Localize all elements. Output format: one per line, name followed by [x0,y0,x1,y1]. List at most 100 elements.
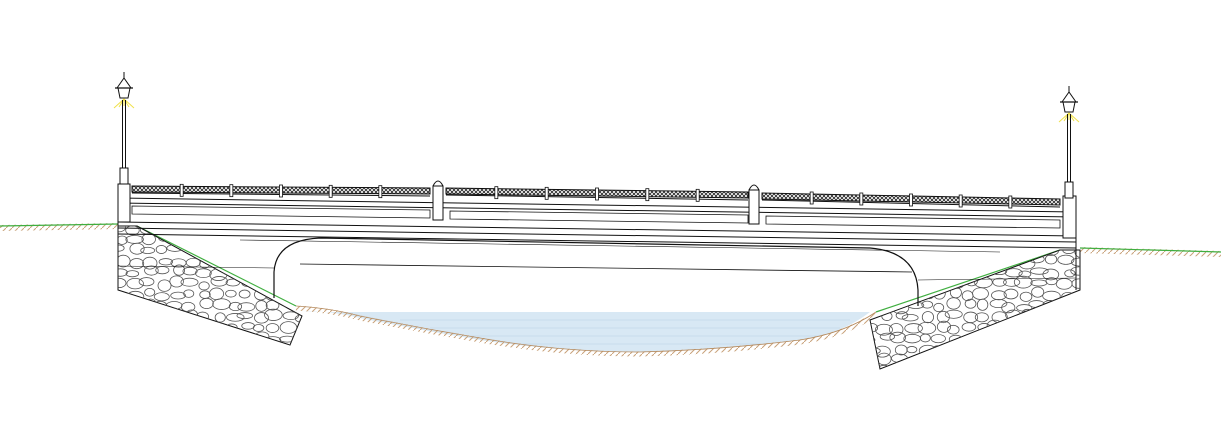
riprap-stone-icon [210,247,226,259]
riprap-stone-icon [1031,286,1045,298]
riprap-stone-icon [1003,277,1021,287]
riprap-stone-icon [977,353,990,367]
riprap-stone-icon [932,250,945,255]
riprap-stone-icon [1057,254,1075,265]
riprap-stone-icon [118,268,128,277]
riprap-stone-icon [252,324,265,332]
right-abutment-riprap [869,249,1081,370]
railing-baluster-icon [859,192,864,206]
riprap-stone-icon [238,289,251,299]
railing-baluster-icon [328,184,333,198]
riprap-stone-icon [1032,324,1052,333]
riprap-stone-icon [256,346,268,358]
riprap-stone-icon [921,311,935,324]
riprap-stone-icon [1061,321,1079,330]
riprap-stone-icon [870,358,877,366]
riprap-stone-icon [228,301,243,312]
riprap-stone-icon [196,235,212,243]
riprap-stone-icon [173,264,186,276]
riprap-stone-icon [127,319,146,333]
street-lamp-icon [1058,86,1080,199]
riprap-stone-icon [876,268,891,279]
riprap-stone-icon [870,336,876,344]
street-lamp-icon [113,72,135,185]
railing-baluster-icon [645,188,650,202]
riprap-stone-icon [1047,323,1062,335]
riprap-stone-icon [889,288,909,299]
riprap-stone-icon [1073,331,1080,342]
slope-left-grass [136,225,297,307]
riprap-stone-icon [946,297,961,310]
railing-baluster-icon [809,191,814,205]
railing-baluster-icon [229,184,234,198]
riprap-stone-icon [268,247,283,258]
riprap-stone-icon [903,366,919,369]
riprap-stone-icon [157,333,174,345]
riprap-stone-icon [904,358,919,367]
riprap-stone-icon [988,366,1006,369]
riprap-stone-icon [870,257,877,267]
riprap-stone-icon [253,257,266,269]
riprap-stone-icon [906,346,918,354]
riprap-stone-icon [118,343,131,345]
riprap-stone-icon [1070,309,1080,323]
riprap-stone-icon [144,314,157,322]
riprap-stone-icon [992,277,1007,287]
riprap-stone-icon [255,300,268,312]
riprap-stone-icon [271,232,284,245]
riprap-stone-icon [1032,341,1046,355]
riprap-stone-icon [1045,345,1064,358]
riprap-stone-icon [180,277,199,287]
riprap-stone-icon [1018,270,1032,278]
riprap-stone-icon [253,276,269,287]
riprap-stone-icon [974,312,989,323]
riprap-stone-icon [944,309,963,319]
riprap-stone-icon [947,324,960,335]
riprap-stone-icon [241,269,254,281]
riprap-stone-icon [118,323,130,330]
riprap-stone-icon [236,312,253,320]
riprap-stone-icon [254,312,269,324]
riprap-stone-icon [280,268,294,279]
riprap-stone-icon [292,266,302,277]
riprap-stone-icon [126,344,140,345]
riprap-stone-icon [141,233,156,246]
riprap-stone-icon [958,341,976,354]
riprap-stone-icon [1003,344,1017,356]
riprap-stone-icon [179,335,198,343]
riprap-stone-icon [118,311,126,324]
riprap-stone-icon [1001,302,1016,314]
riprap-stone-icon [125,226,140,236]
riprap-stone-icon [283,289,298,298]
water-lines [400,319,850,345]
riprap-stone-icon [1031,334,1046,346]
riprap-stone-icon [169,275,184,288]
riprap-stone-icon [226,313,245,322]
riprap-stone-icon [964,265,978,277]
riprap-stone-icon [155,245,168,254]
riprap-stone-icon [1005,332,1020,345]
riprap-stone-icon [1030,279,1048,287]
railing-baluster-icon [544,186,549,200]
riprap-stone-icon [126,278,144,290]
riprap-stone-icon [1031,311,1049,319]
riprap-stone-icon [1072,323,1080,333]
riprap-stone-icon [228,347,242,355]
riprap-stone-icon [210,276,228,287]
riprap-stone-icon [870,366,878,369]
riprap-stone-icon [889,323,904,336]
riprap-stone-icon [269,276,281,286]
riprap-stone-icon [297,323,302,332]
riprap-stone-icon [1044,254,1058,265]
riprap-stone-icon [931,256,950,270]
riprap-stone-icon [986,255,1006,266]
riprap-stone-icon [964,298,977,309]
riprap-stone-icon [904,323,923,334]
riprap-stone-icon [1075,297,1080,310]
riprap-stone-icon [198,281,210,291]
riprap-stone-icon [1002,323,1014,336]
riprap-stone-icon [901,314,919,322]
riprap-stone-icon [144,265,159,276]
